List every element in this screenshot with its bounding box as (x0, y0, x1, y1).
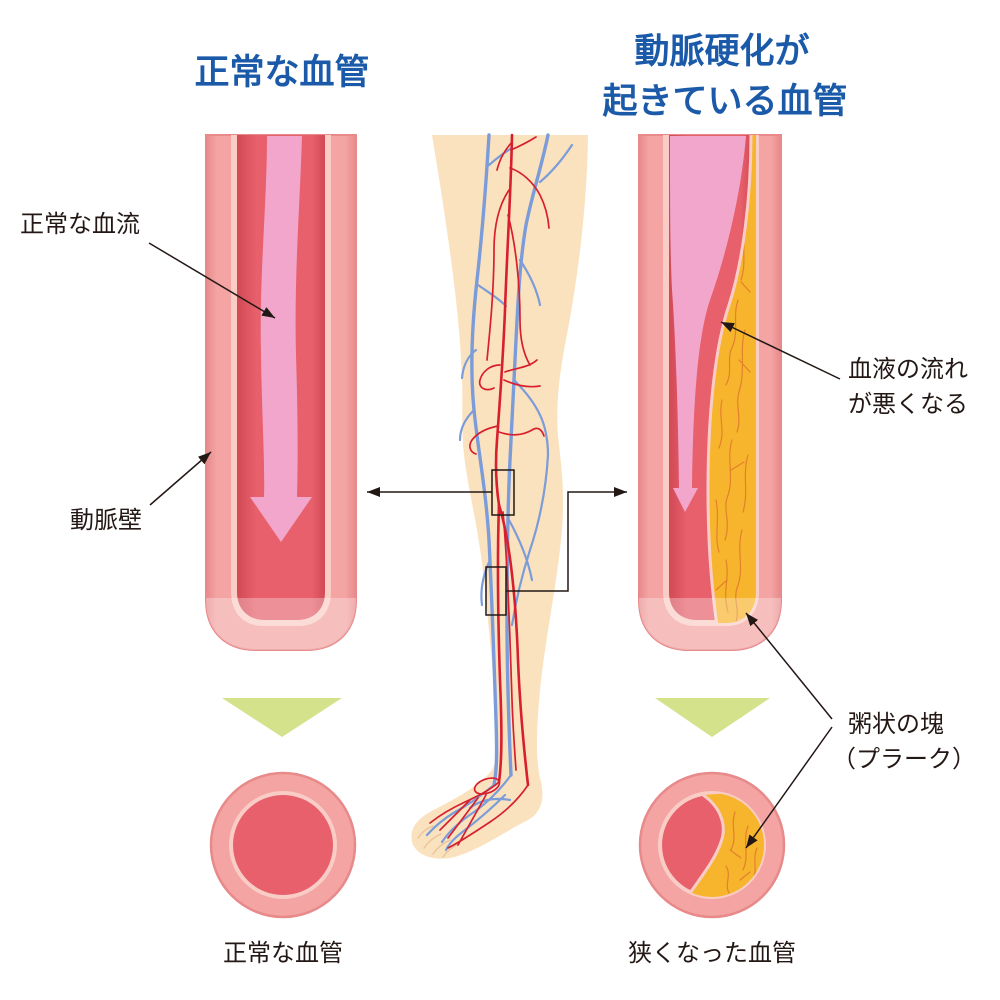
caption-narrowed-cross-section: 狭くなった血管 (628, 939, 796, 967)
title-atherosclerotic-vessel-line2: 起きている血管 (602, 82, 847, 122)
plaque-body (708, 135, 756, 623)
anterior-tibial-artery (496, 503, 503, 784)
normal-flow-arrow (250, 136, 312, 542)
normal-vessel-cross-section (209, 771, 357, 919)
vein-path (470, 133, 499, 787)
leader-artery-wall (149, 451, 212, 506)
cross-section-plaque (686, 793, 764, 897)
normal-vessel-longitudinal (205, 134, 357, 651)
arteries (429, 133, 550, 849)
foot-vein-path (425, 773, 513, 852)
vein-path (505, 133, 550, 777)
leader-normal-flow (148, 242, 276, 319)
foot-artery (429, 781, 529, 849)
label-poor-flow-line2: が悪くなる (848, 390, 968, 418)
label-plaque-line1: 粥状の塊 (848, 710, 944, 738)
down-triangle-left (222, 698, 342, 737)
veins (425, 133, 574, 852)
connector-to-atherosclerotic-vessel (506, 487, 627, 592)
plaque-deposit (706, 135, 756, 623)
label-artery-wall: 動脈壁 (70, 506, 142, 534)
vessel-end-overlay (639, 598, 781, 650)
atherosclerotic-vessel-longitudinal (638, 134, 782, 651)
title-atherosclerotic-vessel-line1: 動脈硬化が (634, 32, 809, 72)
leg-skin (411, 135, 588, 859)
plaque-body (688, 793, 764, 897)
leader-poor-flow (720, 321, 841, 380)
label-normal-flow: 正常な血流 (20, 210, 140, 238)
vessel-end-overlay (206, 598, 356, 650)
posterior-tibial-artery (497, 503, 530, 787)
narrowed-vessel-cross-section (638, 771, 786, 919)
plaque-boundary (706, 135, 753, 623)
restricted-flow-arrow (670, 136, 746, 512)
leg-illustration (411, 133, 588, 859)
femoral-artery (494, 133, 514, 507)
plaque-texture (725, 811, 758, 894)
artery-branch (469, 136, 550, 771)
caption-normal-cross-section: 正常な血管 (223, 939, 343, 967)
label-plaque-line2: （プラーク） (832, 745, 976, 773)
title-normal-vessel: 正常な血管 (194, 53, 369, 93)
down-triangle-right (655, 698, 770, 737)
leader-plaque-longitudinal (745, 612, 833, 720)
label-poor-flow-line1: 血液の流れ (848, 355, 968, 383)
plaque-boundary (686, 793, 725, 897)
plaque-texture (715, 229, 751, 623)
cross-section-lumen (233, 795, 333, 895)
toe-lines (417, 825, 460, 858)
foot-artery-loop (473, 777, 501, 795)
leader-plaque-cross-section (745, 726, 833, 849)
